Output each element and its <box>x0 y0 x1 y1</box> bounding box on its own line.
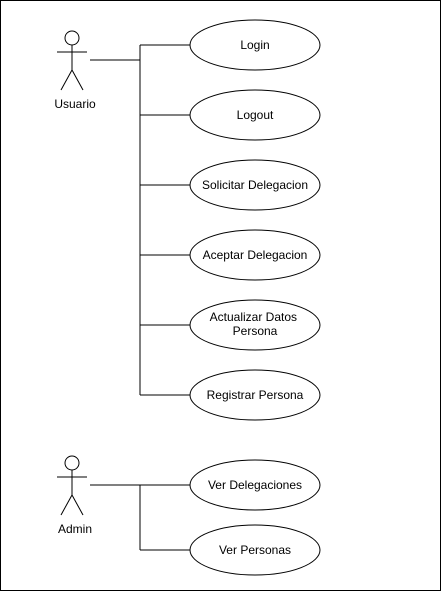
actor-admin-leg-left <box>60 494 73 516</box>
use-case-actualizar-datos-persona[interactable]: Actualizar Datos Persona <box>189 299 321 351</box>
use-case-actualizar-label-line-2: Persona <box>233 324 278 338</box>
actor-admin[interactable]: Admin <box>57 455 92 536</box>
actor-usuario-leg-left <box>60 69 73 91</box>
actor-usuario[interactable]: Usuario <box>54 30 96 111</box>
admin-associations <box>90 484 190 551</box>
use-case-actualizar-label: Actualizar Datos Persona <box>210 310 301 338</box>
use-case-login-shape <box>189 19 321 71</box>
use-case-actualizar-shape <box>189 299 321 351</box>
actor-admin-label: Admin <box>58 522 92 536</box>
usuario-associations <box>90 44 190 396</box>
use-case-ver-personas-shape <box>189 524 321 576</box>
actor-usuario-leg-right <box>71 69 84 91</box>
use-case-login-label: Login <box>240 38 269 52</box>
use-case-aceptar-label: Aceptar Delegacion <box>203 248 308 262</box>
use-case-registrar-shape <box>189 369 321 421</box>
actor-usuario-label: Usuario <box>54 97 96 111</box>
use-case-logout-label: Logout <box>237 108 274 122</box>
use-case-aceptar-delegacion[interactable]: Aceptar Delegacion <box>189 229 321 281</box>
use-case-registrar-label: Registrar Persona <box>207 388 304 402</box>
use-case-logout-shape <box>189 89 321 141</box>
use-case-ver-personas-label: Ver Personas <box>219 543 291 557</box>
use-case-solicitar-delegacion[interactable]: Solicitar Delegacion <box>189 159 321 211</box>
actor-admin-leg-right <box>71 494 84 516</box>
use-case-login[interactable]: Login <box>189 19 321 71</box>
use-case-actualizar-label-line-1: Actualizar Datos <box>210 310 297 324</box>
actor-usuario-head <box>64 30 80 46</box>
use-case-ver-delegaciones-label: Ver Delegaciones <box>208 478 302 492</box>
use-case-ver-delegaciones-shape <box>189 459 321 511</box>
use-case-aceptar-shape <box>189 229 321 281</box>
use-case-ver-personas[interactable]: Ver Personas <box>189 524 321 576</box>
use-case-solicitar-label: Solicitar Delegacion <box>202 178 308 192</box>
use-case-logout[interactable]: Logout <box>189 89 321 141</box>
use-case-solicitar-shape <box>189 159 321 211</box>
use-case-ver-delegaciones[interactable]: Ver Delegaciones <box>189 459 321 511</box>
actor-admin-head <box>64 455 80 471</box>
use-case-registrar-persona[interactable]: Registrar Persona <box>189 369 321 421</box>
